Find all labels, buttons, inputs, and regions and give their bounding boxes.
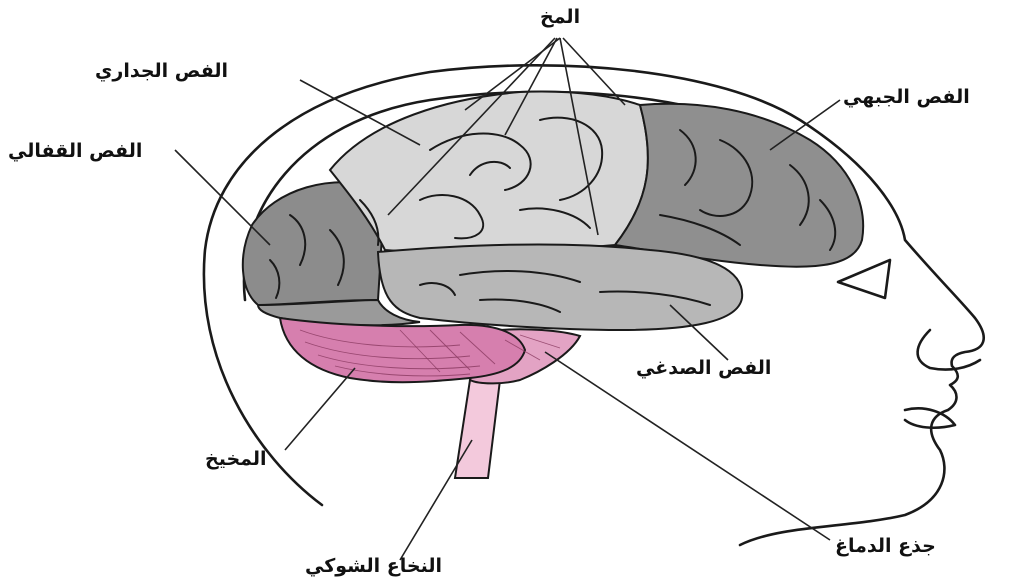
leader-spinal-cord bbox=[400, 440, 472, 560]
label-brain: المخ bbox=[540, 6, 580, 28]
frontal-lobe-shape bbox=[615, 104, 863, 267]
leader-brainstem bbox=[545, 352, 830, 540]
label-temporal-lobe: الفص الصدغي bbox=[636, 357, 771, 379]
eye-outline bbox=[838, 260, 890, 298]
label-cerebellum: المخيخ bbox=[205, 448, 267, 470]
leader-occipital bbox=[175, 150, 270, 245]
temporal-lobe-shape bbox=[378, 244, 742, 330]
leader-cerebellum bbox=[285, 368, 355, 450]
label-occipital-lobe: الفص القفالي bbox=[8, 140, 142, 162]
label-brainstem: جذع الدماغ bbox=[835, 535, 936, 557]
spinal-cord-shape bbox=[455, 380, 500, 478]
label-parietal-lobe: الفص الجداري bbox=[95, 60, 228, 82]
label-spinal-cord: النخاع الشوكي bbox=[305, 555, 442, 577]
label-frontal-lobe: الفص الجبهي bbox=[843, 86, 970, 108]
cerebellum-shape bbox=[280, 318, 525, 382]
